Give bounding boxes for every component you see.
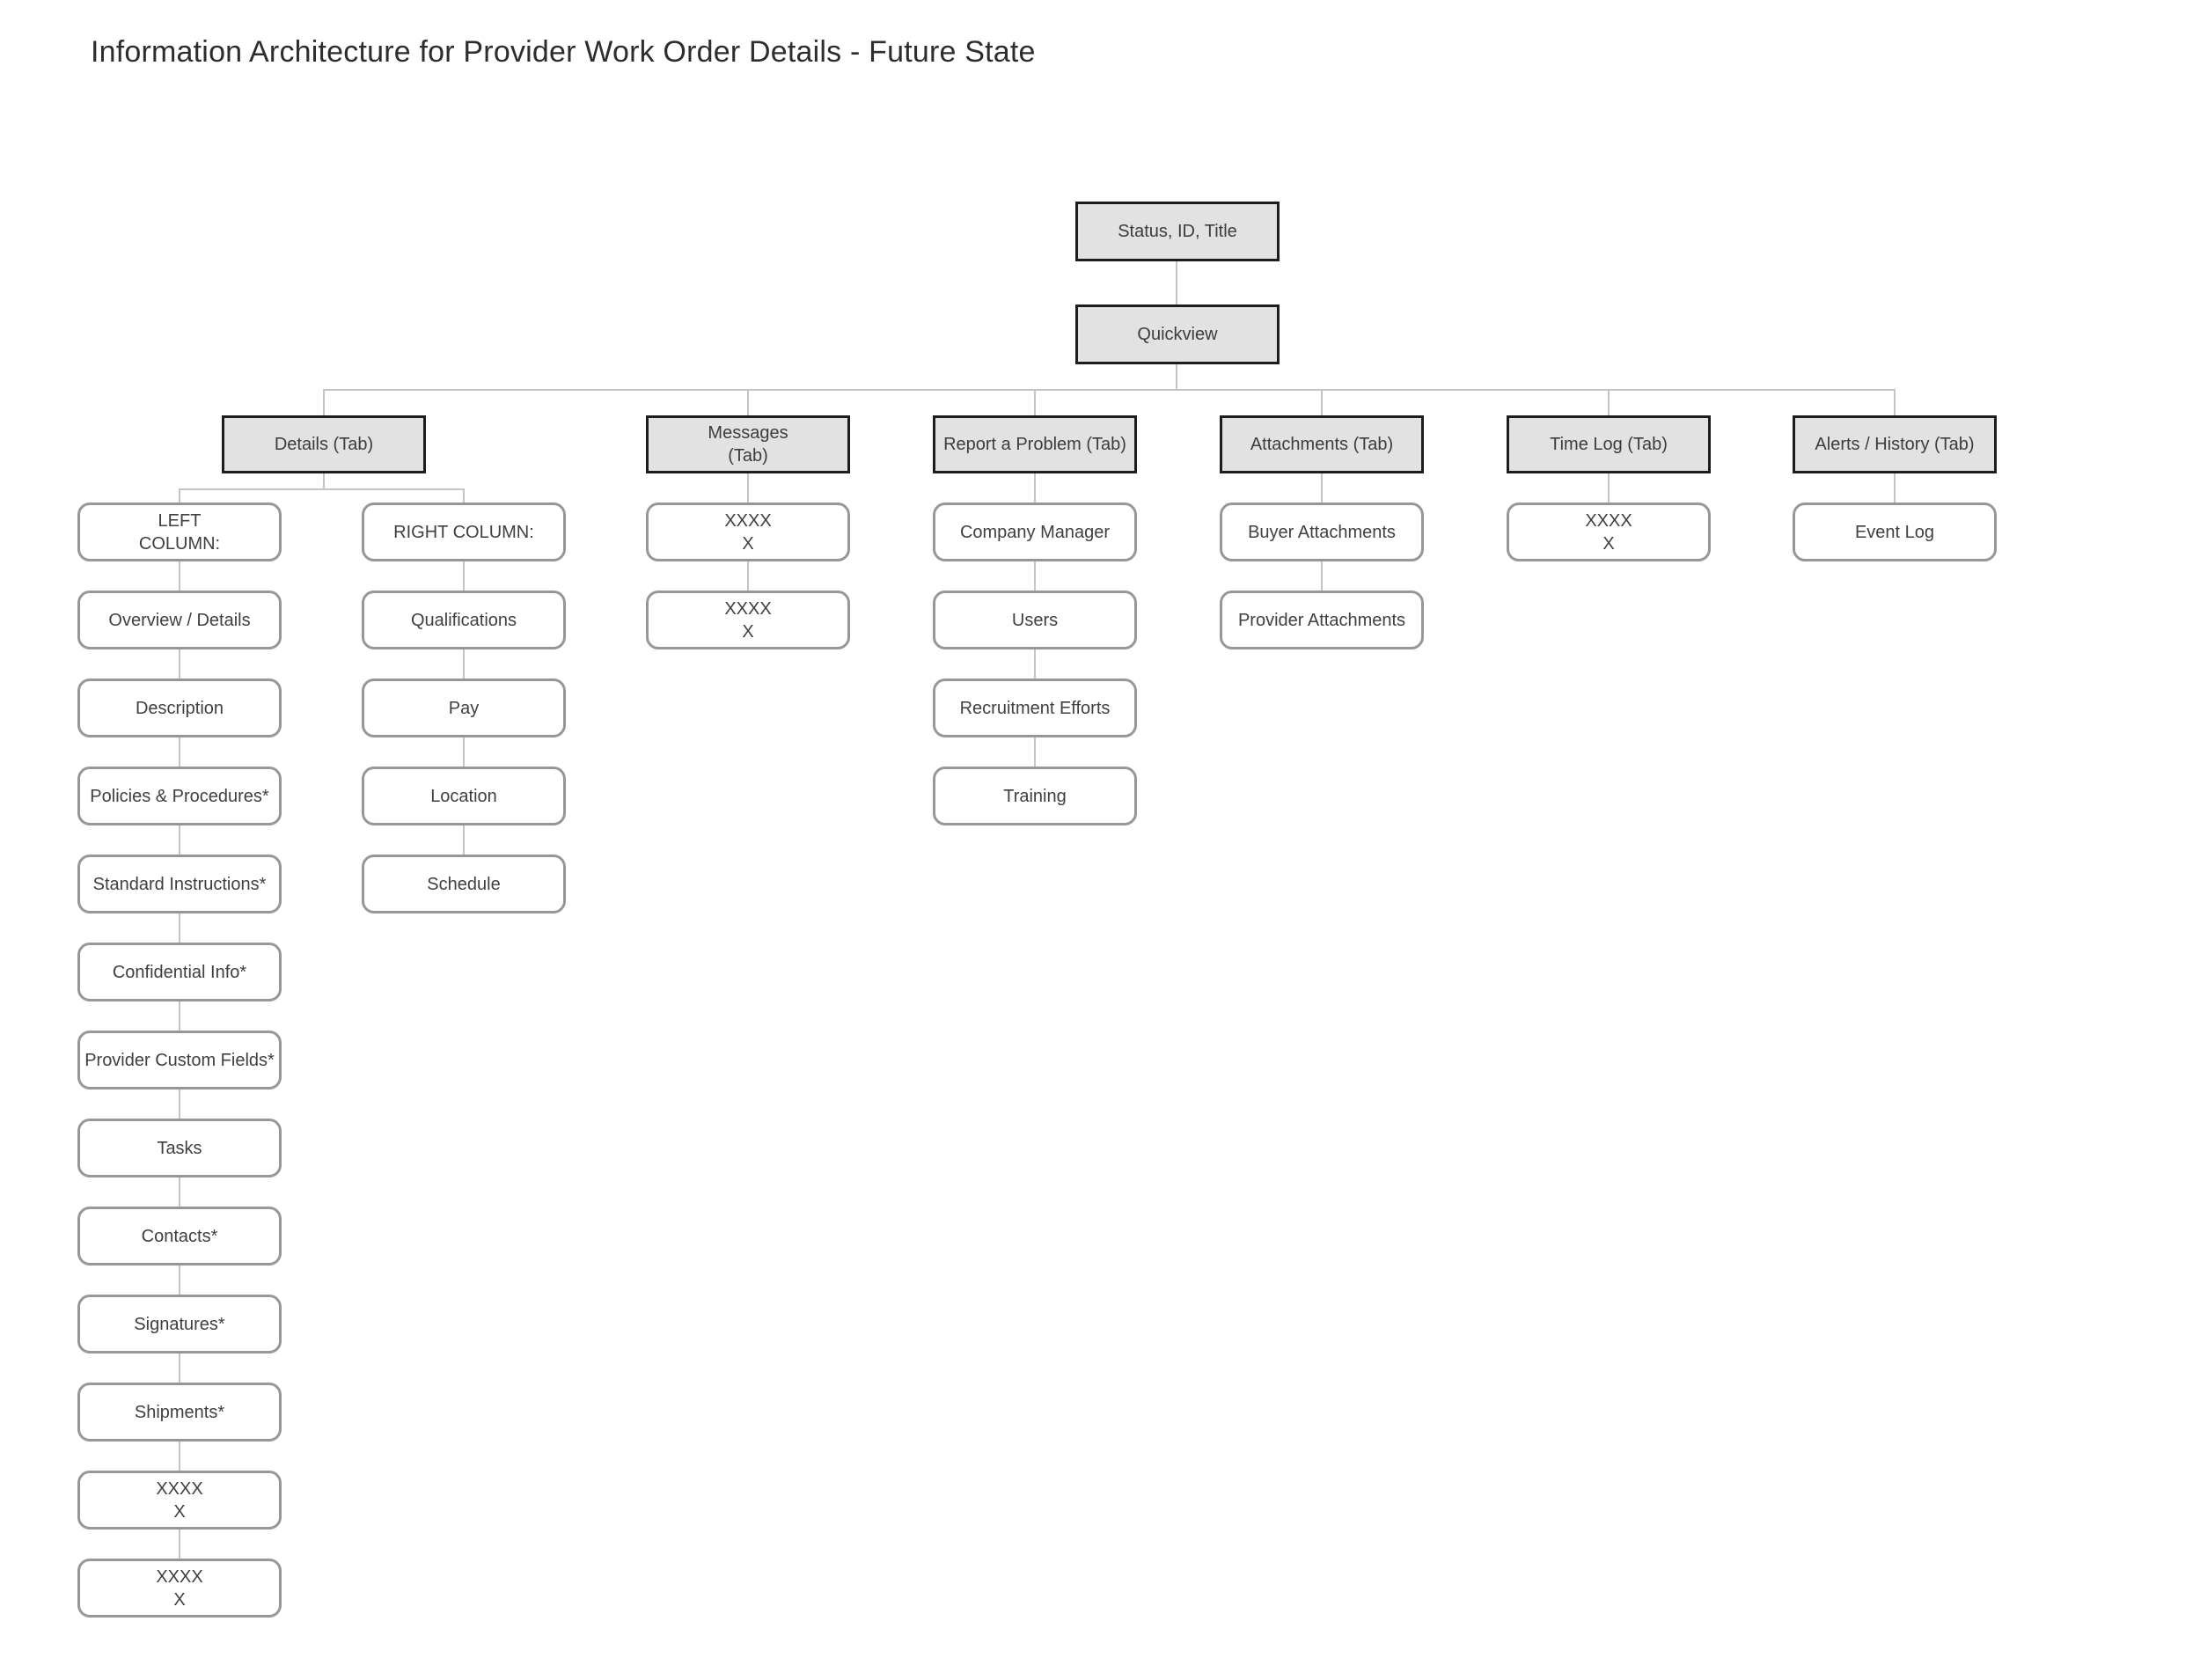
node-contacts: Contacts*: [77, 1207, 282, 1266]
node-standard-instructions: Standard Instructions*: [77, 855, 282, 913]
connector-line: [463, 561, 465, 591]
node-location: Location: [362, 767, 566, 825]
connector-line: [179, 1001, 180, 1031]
connector-line: [179, 561, 180, 591]
node-schedule: Schedule: [362, 855, 566, 913]
node-recruitment-efforts: Recruitment Efforts: [933, 679, 1137, 737]
node-status-id-title: Status, ID, Title: [1075, 202, 1280, 261]
node-company-manager: Company Manager: [933, 503, 1137, 561]
node-left-placeholder-2: XXXX X: [77, 1559, 282, 1618]
node-messages-placeholder-1: XXXX X: [646, 503, 850, 561]
node-confidential-info: Confidential Info*: [77, 943, 282, 1001]
node-overview-details: Overview / Details: [77, 591, 282, 649]
connector-line: [179, 1530, 180, 1559]
node-left-column-header: LEFT COLUMN:: [77, 503, 282, 561]
connector-line: [323, 390, 325, 415]
tab-details: Details (Tab): [222, 415, 426, 473]
node-messages-placeholder-2: XXXX X: [646, 591, 850, 649]
connector-line: [179, 488, 465, 490]
tab-time-log: Time Log (Tab): [1507, 415, 1711, 473]
node-qualifications: Qualifications: [362, 591, 566, 649]
connector-line: [179, 649, 180, 679]
node-buyer-attachments: Buyer Attachments: [1220, 503, 1424, 561]
node-tasks: Tasks: [77, 1119, 282, 1177]
node-pay: Pay: [362, 679, 566, 737]
node-users: Users: [933, 591, 1137, 649]
connector-line: [1176, 261, 1177, 304]
connector-line: [179, 737, 180, 767]
node-quickview: Quickview: [1075, 304, 1280, 364]
connector-line: [1608, 473, 1610, 503]
connector-line: [747, 473, 749, 503]
tab-alerts-history: Alerts / History (Tab): [1793, 415, 1997, 473]
connector-line: [179, 1266, 180, 1295]
connector-line: [1321, 473, 1323, 503]
node-provider-attachments: Provider Attachments: [1220, 591, 1424, 649]
node-right-column-header: RIGHT COLUMN:: [362, 503, 566, 561]
node-timelog-placeholder: XXXX X: [1507, 503, 1711, 561]
tab-messages: Messages (Tab): [646, 415, 850, 473]
connector-line: [1894, 473, 1896, 503]
tab-attachments: Attachments (Tab): [1220, 415, 1424, 473]
connector-line: [179, 1177, 180, 1207]
node-description: Description: [77, 679, 282, 737]
connector-line: [1034, 561, 1036, 591]
connector-line: [179, 825, 180, 855]
node-training: Training: [933, 767, 1137, 825]
connector-line: [747, 561, 749, 591]
connector-line: [463, 825, 465, 855]
node-shipments: Shipments*: [77, 1383, 282, 1442]
node-policies-procedures: Policies & Procedures*: [77, 767, 282, 825]
node-signatures: Signatures*: [77, 1295, 282, 1354]
connector-line: [1321, 561, 1323, 591]
connector-line: [1034, 473, 1036, 503]
connector-line: [323, 389, 1896, 391]
connector-line: [1608, 390, 1610, 415]
connector-line: [179, 1354, 180, 1383]
connector-line: [747, 390, 749, 415]
node-provider-custom-fields: Provider Custom Fields*: [77, 1031, 282, 1089]
node-left-placeholder-1: XXXX X: [77, 1471, 282, 1530]
connector-line: [179, 1089, 180, 1119]
connector-line: [1176, 364, 1177, 390]
tab-report-a-problem: Report a Problem (Tab): [933, 415, 1137, 473]
connector-line: [1034, 390, 1036, 415]
connector-line: [463, 737, 465, 767]
node-event-log: Event Log: [1793, 503, 1997, 561]
connector-line: [323, 473, 325, 490]
connector-line: [1894, 390, 1896, 415]
connector-line: [1321, 390, 1323, 415]
connector-line: [179, 1442, 180, 1471]
connector-line: [1034, 649, 1036, 679]
connector-line: [463, 649, 465, 679]
connector-line: [1034, 737, 1036, 767]
connector-line: [179, 489, 180, 503]
connector-line: [463, 489, 465, 503]
page-title: Information Architecture for Provider Wo…: [91, 35, 1036, 69]
connector-line: [179, 913, 180, 943]
